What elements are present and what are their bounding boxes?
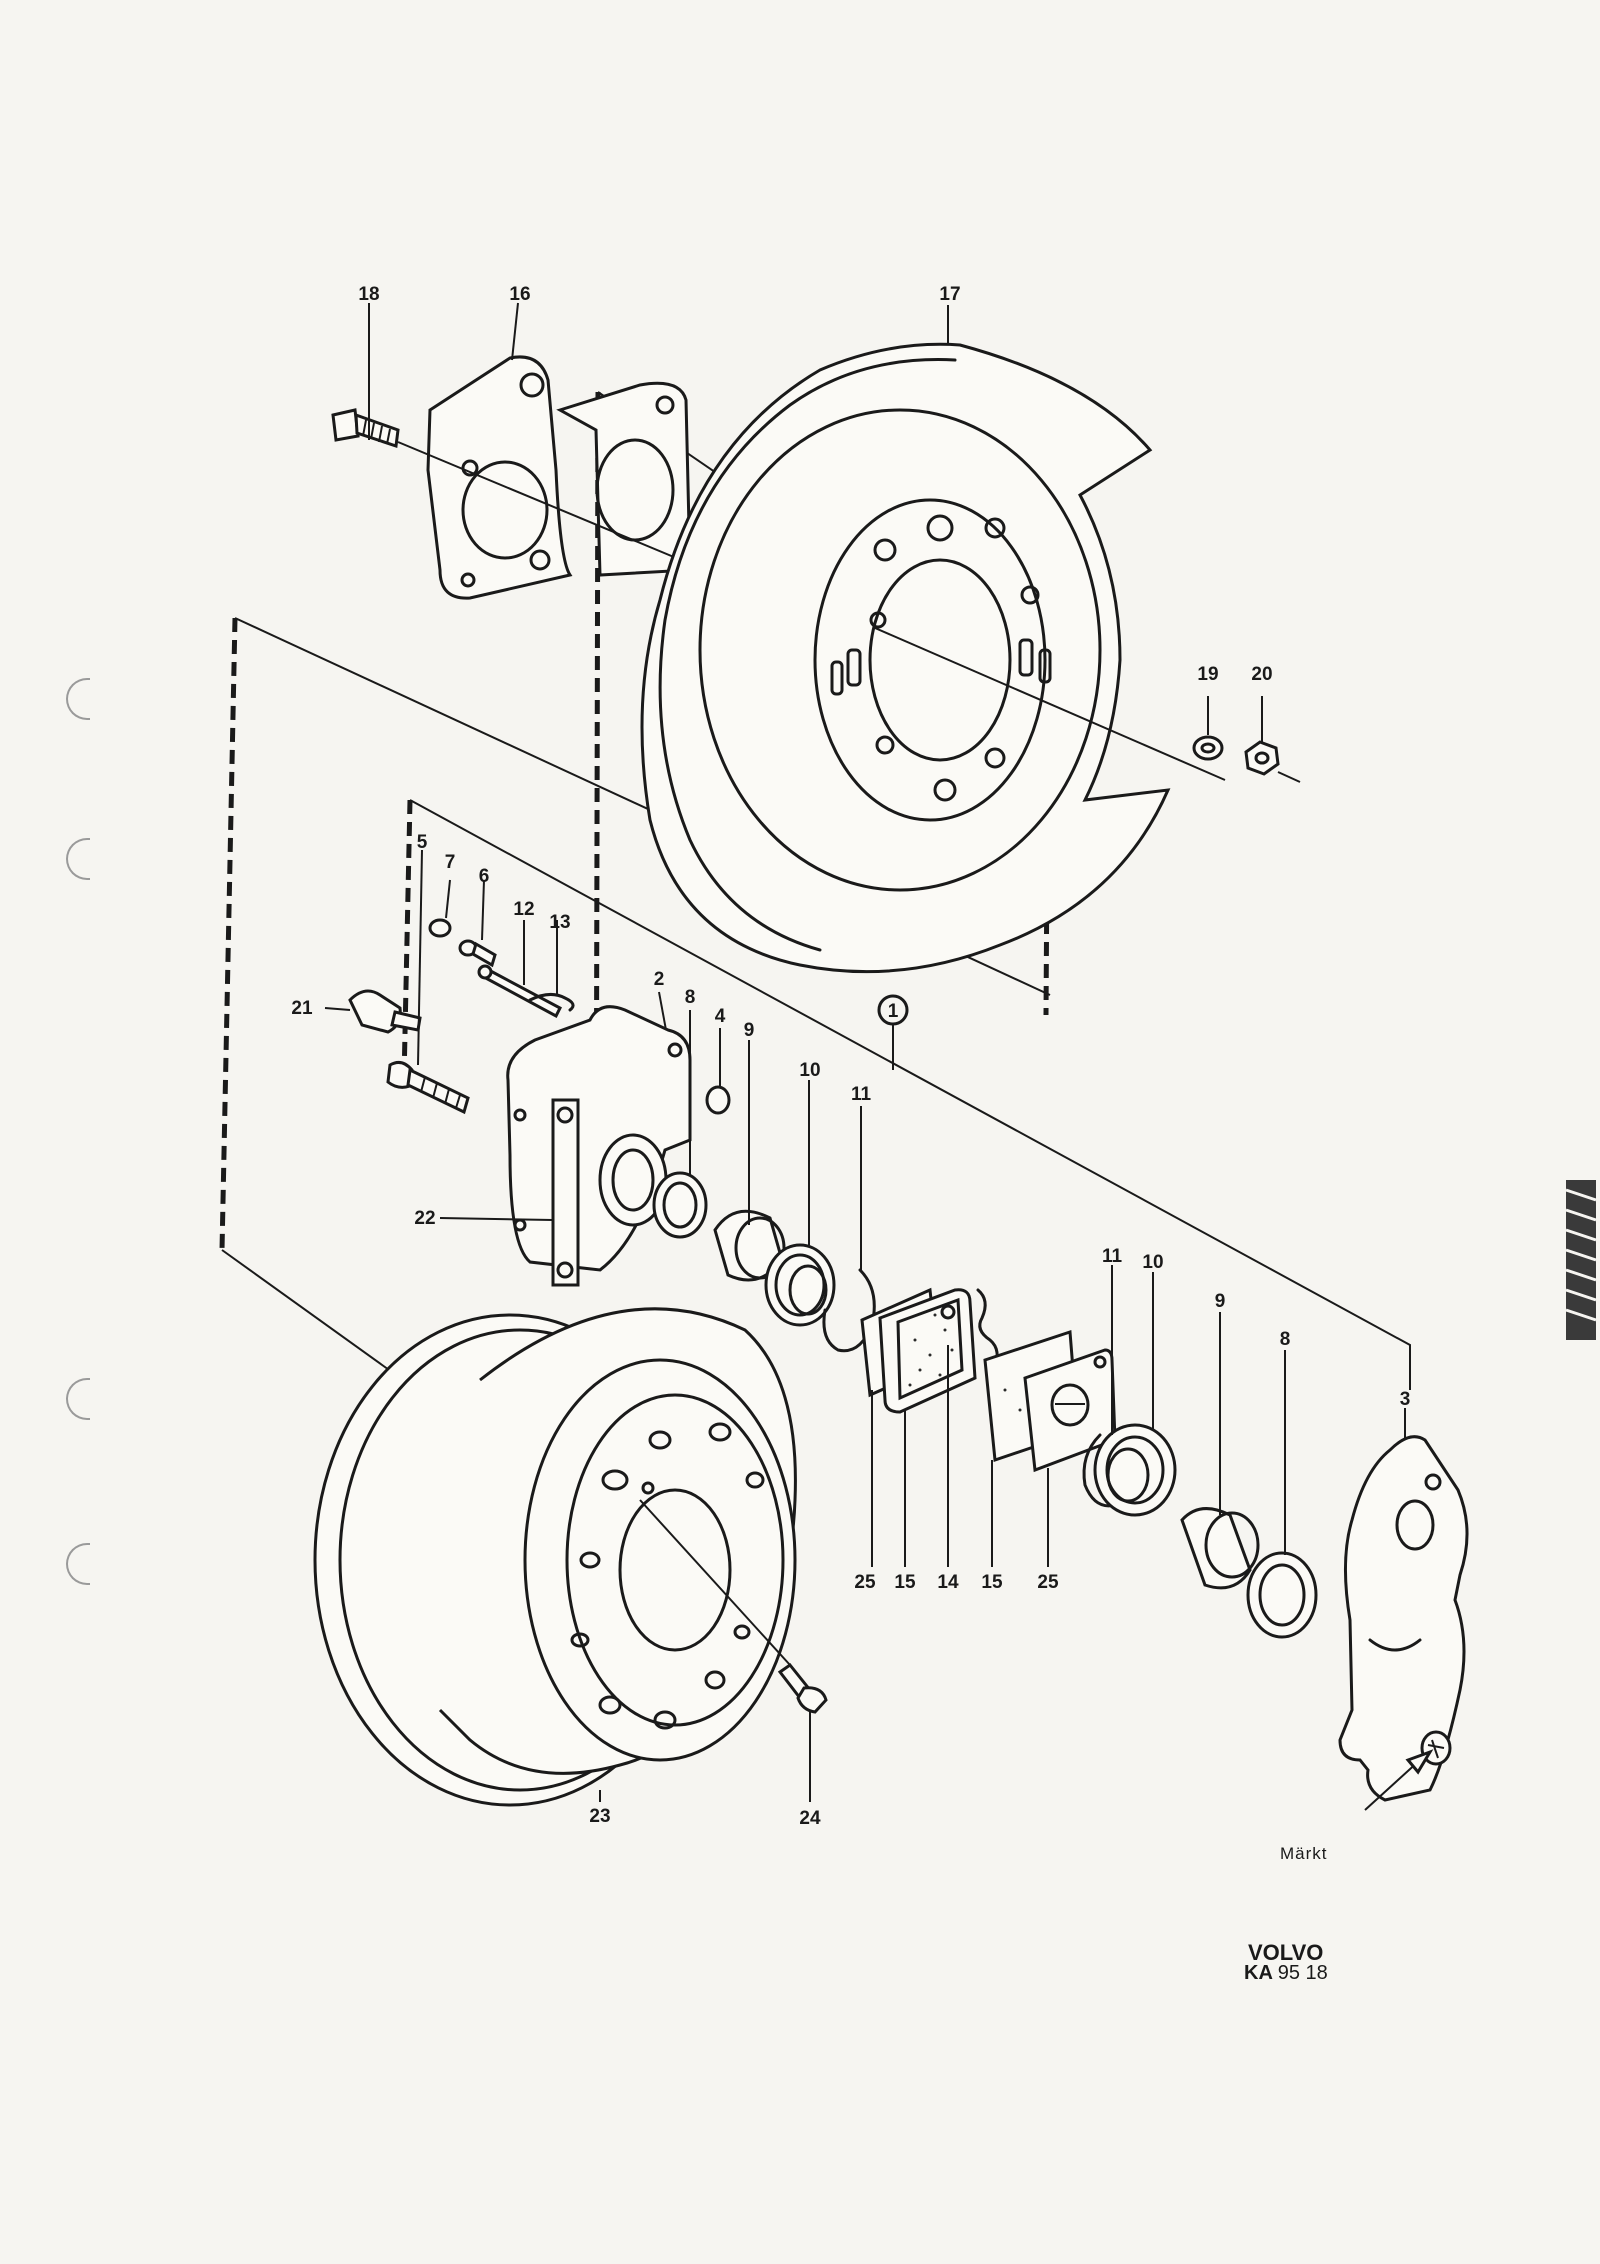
callout-21: 21 <box>291 998 313 1019</box>
callout-2: 2 <box>654 969 665 990</box>
callout-8-outer: 8 <box>1280 1329 1291 1350</box>
callout-11-outer: 11 <box>1102 1246 1123 1267</box>
part-16-mounting-bracket <box>426 355 692 600</box>
callout-3: 3 <box>1400 1389 1411 1410</box>
callout-5: 5 <box>417 832 428 853</box>
callout-15-left: 15 <box>894 1572 916 1593</box>
part-10-seal-inner <box>764 1243 836 1327</box>
callout-11-inner: 11 <box>851 1084 872 1105</box>
part-4-dust-cap <box>705 1085 731 1115</box>
part-14-brake-pad <box>896 1297 964 1401</box>
brand-ref: KA 95 18 <box>1244 1962 1328 1985</box>
callout-18: 18 <box>358 284 379 305</box>
callout-19: 19 <box>1197 664 1218 685</box>
part-23-brake-disc <box>313 1307 797 1807</box>
callout-labels: 18 16 17 19 20 5 7 6 12 13 1 21 2 8 4 9 … <box>291 284 1410 1829</box>
brand-ref-prefix: KA <box>1244 1962 1273 1984</box>
part-9-piston-outer <box>1180 1507 1260 1590</box>
part-11-circlip-outer <box>1082 1433 1117 1508</box>
callout-22: 22 <box>414 1208 435 1229</box>
part-8-dust-seal-outer <box>1246 1551 1318 1639</box>
part-12-retaining-pin <box>477 964 562 1019</box>
callout-1: 1 <box>888 1001 899 1022</box>
marked-label: Märkt <box>1280 1844 1328 1863</box>
edge-tab-mark <box>1565 1180 1597 1340</box>
callout-13: 13 <box>549 912 570 933</box>
part-8-dust-seal-inner <box>652 1171 708 1239</box>
part-5-bolt <box>386 1060 470 1115</box>
callout-7: 7 <box>445 852 456 873</box>
callout-16: 16 <box>509 284 530 305</box>
callout-23: 23 <box>589 1806 610 1827</box>
callout-8-inner: 8 <box>685 987 696 1008</box>
part-19-washer <box>1192 735 1224 761</box>
callout-24: 24 <box>799 1808 821 1829</box>
callout-20: 20 <box>1251 664 1272 685</box>
callout-10-outer: 10 <box>1142 1252 1163 1273</box>
part-21-bolt <box>348 989 422 1034</box>
callout-25-left: 25 <box>854 1572 876 1593</box>
callout-9-inner: 9 <box>744 1020 755 1041</box>
part-6-bleeder-screw <box>458 939 497 968</box>
callout-1-circle <box>877 994 909 1070</box>
part-13-spring-clip <box>528 993 575 1012</box>
part-11-circlip-inner <box>822 1268 876 1353</box>
part-3-caliper-outer-half <box>1338 1435 1469 1802</box>
brand-ref-number: 95 18 <box>1277 1962 1328 1984</box>
marked-arrow <box>1364 1749 1434 1811</box>
callout-9-outer: 9 <box>1215 1291 1226 1312</box>
part-24-wheel-bolt <box>777 1662 828 1714</box>
callout-14: 14 <box>937 1572 959 1593</box>
callout-17: 17 <box>939 284 960 305</box>
part-17-splash-shield <box>640 342 1171 974</box>
part-10-seal-outer <box>1093 1423 1177 1517</box>
part-7-cap <box>428 918 452 938</box>
leader-lines <box>324 302 1406 1802</box>
brand-maker: VOLVO <box>1248 1940 1324 1965</box>
part-13-anti-rattle-spring <box>976 1288 999 1372</box>
callout-12: 12 <box>513 899 534 920</box>
callout-15-right: 15 <box>981 1572 1003 1593</box>
callout-6: 6 <box>479 866 490 887</box>
callout-10-inner: 10 <box>799 1060 820 1081</box>
callout-4: 4 <box>715 1006 726 1027</box>
part-20-nut <box>1244 740 1280 776</box>
callout-25-right: 25 <box>1037 1572 1059 1593</box>
part-18-bolt <box>331 408 400 449</box>
part-22-shim-plate <box>551 1098 580 1287</box>
